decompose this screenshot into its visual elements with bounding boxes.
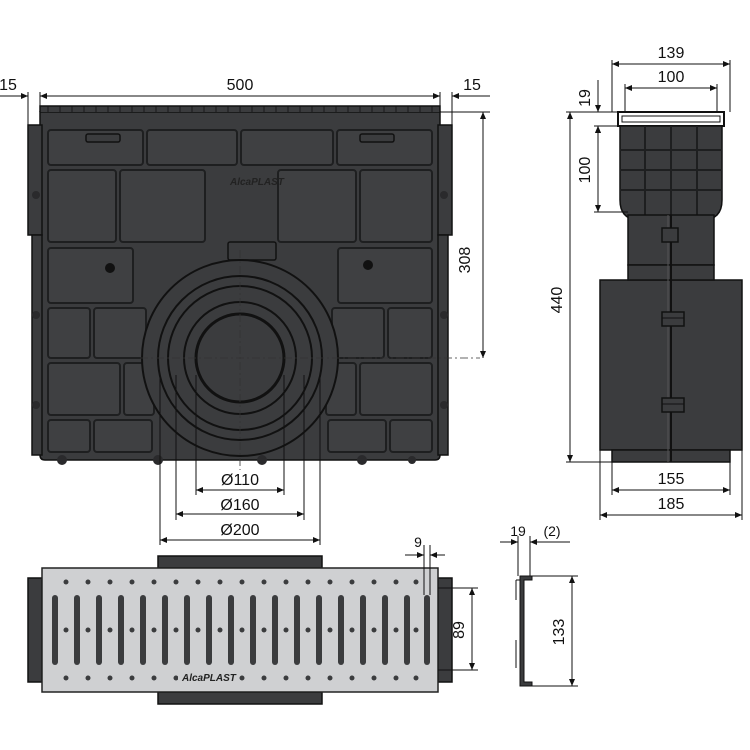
front-handle-left xyxy=(85,133,121,143)
dim-side-185: 185 xyxy=(658,496,685,513)
side-dimensions: 139 100 19 100 440 155 185 xyxy=(549,45,743,520)
grate-slots xyxy=(52,595,430,665)
dim-profile-19: 19 xyxy=(510,523,526,539)
right-flange xyxy=(437,234,449,456)
right-flange-upper xyxy=(437,124,453,236)
front-hole-left xyxy=(105,263,115,273)
grate-right-end xyxy=(437,577,453,683)
dim-side-139: 139 xyxy=(658,45,685,62)
profile-view xyxy=(515,575,533,687)
grate-view: AlcaPLAST xyxy=(27,555,453,705)
left-flange xyxy=(31,234,43,456)
grate-logo: AlcaPLAST xyxy=(181,673,237,684)
grate-dimensions: 9 89 xyxy=(405,534,478,671)
front-hole-right xyxy=(363,260,373,270)
grate-top-lug xyxy=(157,555,323,569)
dim-profile-2: (2) xyxy=(543,523,560,539)
side-clip-3 xyxy=(661,397,685,413)
dim-side-19: 19 xyxy=(577,89,594,107)
dim-d160: Ø160 xyxy=(220,497,259,514)
dim-grate-slot-9: 9 xyxy=(414,534,422,550)
dim-width-500: 500 xyxy=(227,77,254,94)
front-handle-right xyxy=(359,133,395,143)
left-flange-upper xyxy=(27,124,43,236)
dim-side-100v: 100 xyxy=(577,157,594,184)
grate-bottom-lug xyxy=(157,691,323,705)
dim-d200: Ø200 xyxy=(220,522,259,539)
front-dimensions: 500 15 15 308 Ø110 Ø160 Ø200 xyxy=(0,77,490,545)
dim-right-rim-15: 15 xyxy=(463,77,481,94)
side-view xyxy=(599,111,743,463)
dim-d110: Ø110 xyxy=(221,472,259,489)
front-bottom-feet xyxy=(57,455,416,465)
dim-side-100: 100 xyxy=(658,69,685,86)
dim-grate-89: 89 xyxy=(451,621,468,639)
dim-outlet-height-308: 308 xyxy=(457,247,474,274)
front-center-tab xyxy=(227,241,277,261)
dim-profile-133: 133 xyxy=(551,619,568,646)
front-top-teeth xyxy=(47,106,433,112)
side-clip-1 xyxy=(661,227,679,243)
grate-dots xyxy=(63,579,419,681)
dim-side-155: 155 xyxy=(658,471,685,488)
side-clip-2 xyxy=(661,311,685,327)
front-side-knobs xyxy=(32,191,448,409)
front-logo: AlcaPLAST xyxy=(229,177,285,188)
profile-section xyxy=(519,575,533,687)
dim-side-440: 440 xyxy=(549,287,566,314)
side-channel-grid xyxy=(620,126,722,220)
front-view: AlcaPLAST xyxy=(27,105,480,470)
profile-dimensions: 19 (2) 133 xyxy=(500,523,578,687)
dim-left-rim-15: 15 xyxy=(0,77,17,94)
grate-left-end xyxy=(27,577,43,683)
